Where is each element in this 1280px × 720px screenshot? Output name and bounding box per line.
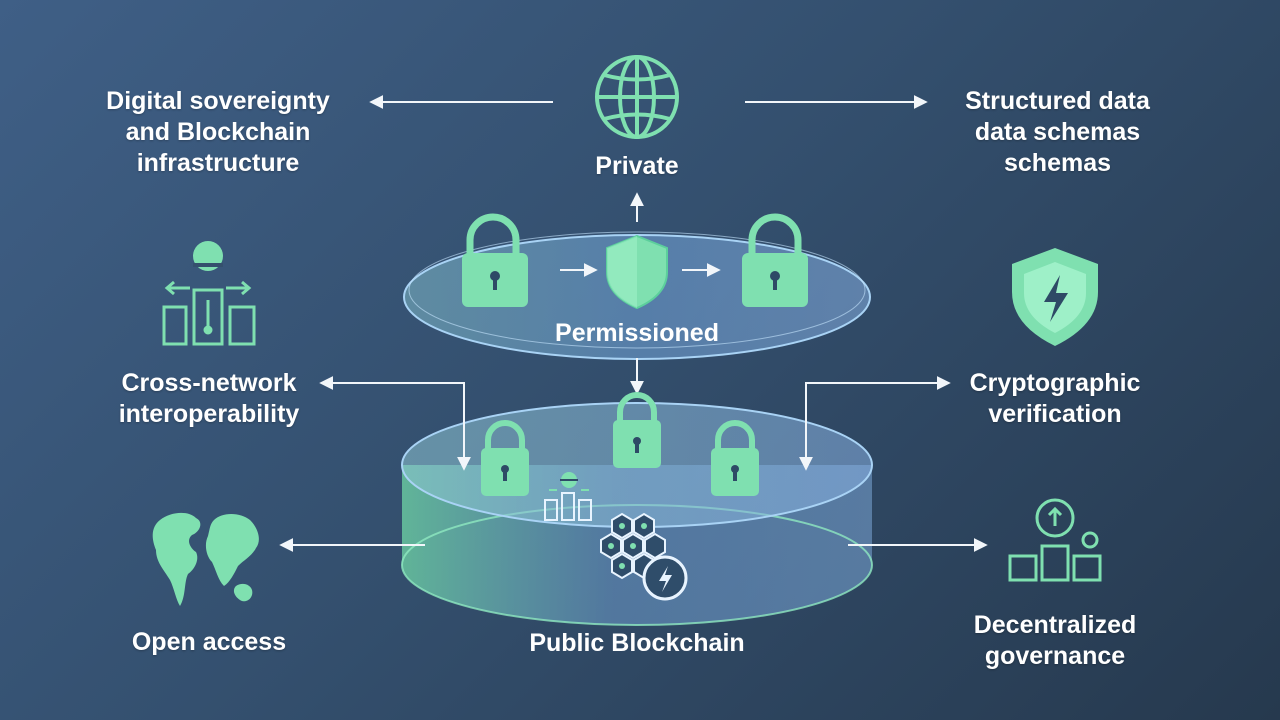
lock-icon: [711, 420, 759, 496]
label-cross-network: Cross-network interoperability: [118, 369, 300, 428]
label-structured-data: Structured data data schemas schemas: [965, 87, 1150, 177]
lock-icon: [481, 420, 529, 496]
network-node-icon: [162, 241, 256, 346]
label-cryptographic-verification: Cryptographic verification: [969, 369, 1141, 428]
label-digital-sovereignty: Digital sovereignty and Blockchain infra…: [106, 87, 330, 177]
lock-icon: [613, 392, 661, 468]
shield-icon: [606, 234, 668, 310]
lock-icon: [462, 213, 528, 307]
governance-chart-icon: [1008, 498, 1102, 582]
label-open-access: Open access: [131, 628, 287, 656]
label-private: Private: [595, 152, 679, 180]
shield-lightning-icon: [1012, 248, 1098, 346]
world-map-icon: [152, 512, 259, 606]
hexagon-cluster-icon: [600, 512, 688, 601]
label-decentralized-governance: Decentralized governance: [973, 611, 1137, 670]
label-public-blockchain: Public Blockchain: [529, 629, 745, 657]
arrows: [279, 95, 988, 552]
network-node-icon: [544, 472, 592, 521]
label-permissioned: Permissioned: [555, 319, 719, 347]
globe-icon: [595, 55, 679, 139]
lock-icon: [742, 213, 808, 307]
